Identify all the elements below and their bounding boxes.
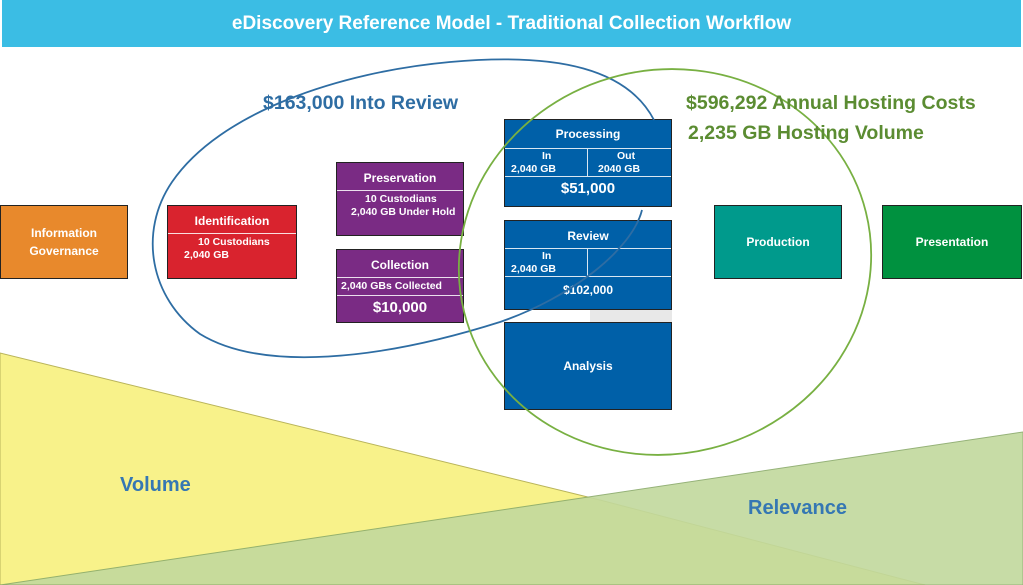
identification-volume: 2,040 GB	[184, 249, 229, 261]
diagram-title: eDiscovery Reference Model - Traditional…	[2, 0, 1021, 47]
collection-box: Collection 2,040 GBs Collected $10,000	[336, 249, 464, 323]
processing-label: Processing	[555, 127, 621, 141]
preservation-volume: 2,040 GB Under Hold	[351, 206, 456, 218]
information-governance-label: Information Governance	[29, 226, 99, 258]
collection-volume: 2,040 GBs Collected	[341, 280, 442, 292]
relevance-label: Relevance	[748, 497, 847, 519]
review-cost: $102,000	[562, 283, 614, 297]
collection-cost: $10,000	[372, 299, 428, 316]
preservation-label: Preservation	[363, 171, 437, 185]
preservation-custodians: 10 Custodians	[365, 193, 437, 205]
review-label: Review	[567, 229, 609, 243]
review-shadow	[590, 310, 672, 322]
processing-out-label: Out	[617, 150, 636, 162]
processing-out-value: 2040 GB	[598, 163, 641, 175]
review-in-label: In	[542, 250, 552, 262]
review-in-value: 2,040 GB	[511, 263, 556, 275]
identification-label: Identification	[194, 214, 270, 228]
processing-in-value: 2,040 GB	[511, 163, 556, 175]
hosting-cost-callout: $596,292 Annual Hosting Costs	[686, 92, 976, 114]
preservation-box: Preservation 10 Custodians 2,040 GB Unde…	[336, 162, 464, 236]
collection-label: Collection	[370, 258, 429, 272]
relevance-region	[0, 431, 1023, 585]
processing-in-label: In	[542, 150, 552, 162]
production-box: Production	[714, 205, 842, 279]
analysis-label: Analysis	[563, 359, 613, 373]
presentation-label: Presentation	[915, 235, 989, 249]
presentation-box: Presentation	[882, 205, 1022, 279]
identification-box: Identification 10 Custodians 2,040 GB	[167, 205, 297, 279]
analysis-box: Analysis	[504, 322, 672, 410]
hosting-volume-callout: 2,235 GB Hosting Volume	[688, 122, 924, 144]
processing-cost: $51,000	[560, 180, 616, 197]
production-label: Production	[746, 235, 810, 249]
review-cost-callout: $163,000 Into Review	[263, 92, 459, 114]
review-box: Review In 2,040 GB $102,000	[504, 220, 672, 310]
volume-label: Volume	[120, 474, 191, 496]
identification-custodians: 10 Custodians	[198, 236, 270, 248]
information-governance-box: Information Governance	[0, 205, 128, 279]
processing-box: Processing In 2,040 GB Out 2040 GB $51,0…	[504, 119, 672, 207]
